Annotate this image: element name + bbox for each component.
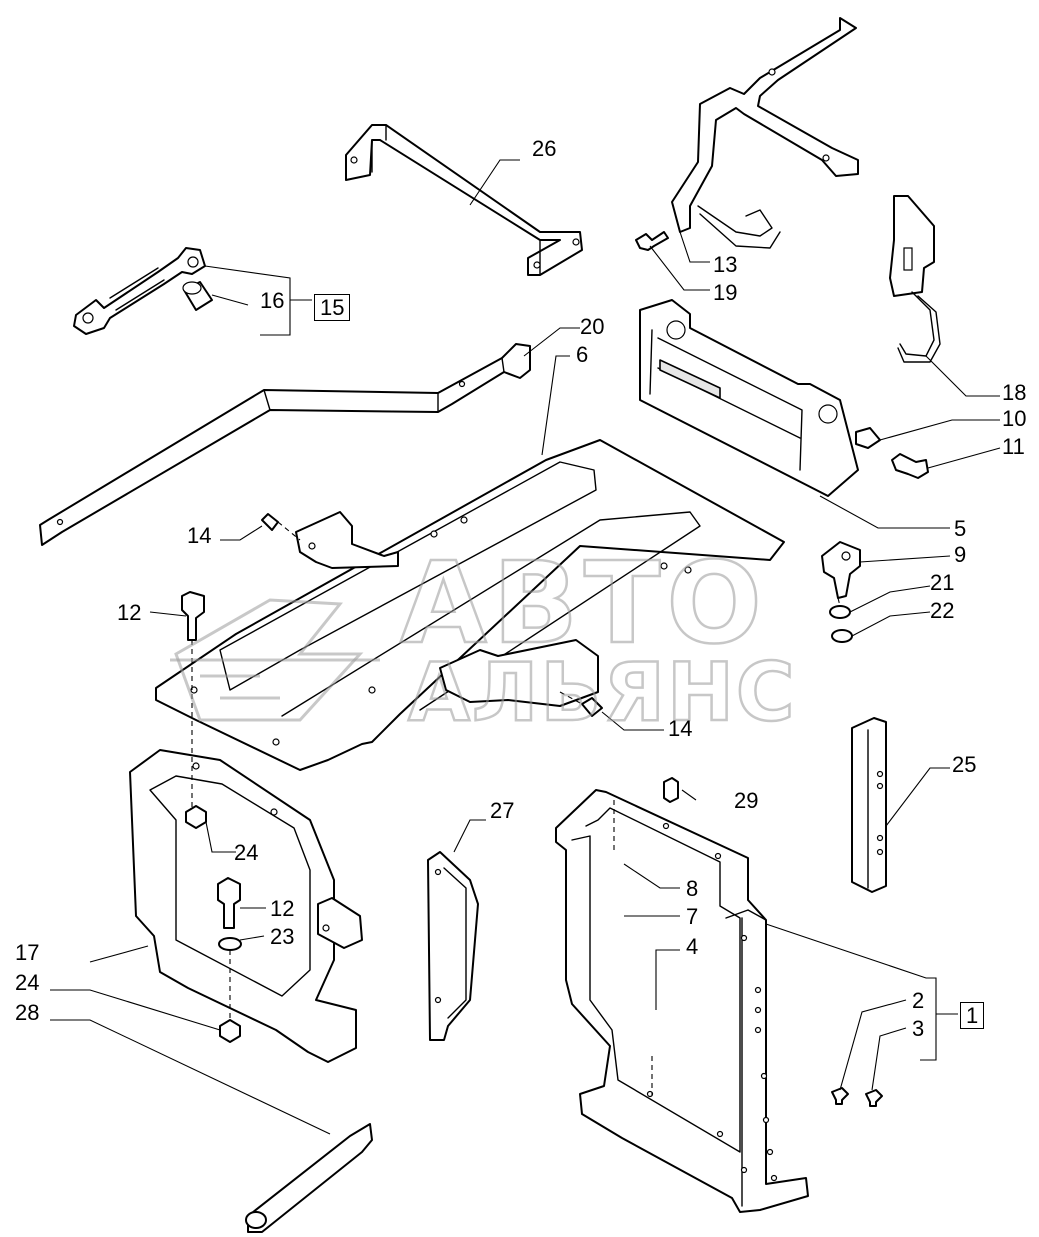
watermark-line1: АВТО [400, 539, 768, 669]
part-11-bolt [891, 453, 929, 479]
callout-12-upper: 12 [117, 600, 142, 625]
callout-6: 6 [576, 342, 589, 367]
callout-2: 2 [912, 988, 925, 1013]
callout-3: 3 [912, 1016, 925, 1041]
part-27-handle [427, 851, 479, 1041]
part-18-hook [889, 195, 941, 363]
callout-4: 4 [686, 934, 699, 959]
part-23-washer [218, 937, 242, 951]
part-16-bushing [182, 281, 213, 311]
callout-7: 7 [686, 904, 699, 929]
callout-24-lower: 24 [15, 970, 40, 995]
part-28-strip [245, 1123, 373, 1233]
part-14-fitting-upper [261, 513, 279, 531]
part-17-frame [129, 749, 363, 1063]
part-1-frame [555, 789, 809, 1213]
callout-5: 5 [954, 516, 967, 541]
part-12-bolt-upper [181, 591, 205, 641]
part-12-bolt-lower [217, 877, 241, 929]
callout-21: 21 [930, 570, 955, 595]
watermark-text: АВТО АЛЬЯНС [399, 538, 797, 741]
callout-29: 29 [734, 788, 759, 813]
callout-17: 17 [15, 940, 40, 965]
part-26-bracket [345, 124, 583, 276]
callout-13: 13 [713, 252, 738, 277]
callout-19: 19 [713, 280, 738, 305]
part-20-bar [39, 343, 531, 546]
part-24-nut-upper [185, 805, 207, 829]
part-24-nut-lower [219, 1019, 241, 1043]
watermark-line2: АЛЬЯНС [408, 646, 797, 739]
callout-24-upper: 24 [234, 840, 259, 865]
callout-14-lower: 14 [668, 716, 693, 741]
part-2-screw [831, 1087, 849, 1105]
part-9-knob [821, 541, 861, 599]
part-6-base-plate [155, 439, 785, 771]
callout-16: 16 [260, 288, 285, 313]
part-3-screw [865, 1089, 883, 1107]
callout-23: 23 [270, 924, 295, 949]
part-5-frame [639, 299, 859, 497]
callout-11: 11 [1002, 434, 1025, 459]
part-25-post [851, 717, 887, 893]
part-19-bolt [635, 231, 669, 251]
leader-lines [50, 159, 1001, 1135]
part-15-gas-strut [73, 247, 206, 335]
callout-25: 25 [952, 752, 977, 777]
assembly-lines [191, 521, 841, 1096]
callout-22: 22 [930, 598, 955, 623]
callout-14-upper: 14 [187, 523, 212, 548]
part-22-washer [831, 629, 853, 643]
callout-18: 18 [1002, 380, 1027, 405]
callout-9: 9 [954, 542, 967, 567]
callout-12-lower: 12 [270, 896, 295, 921]
watermark-logo [170, 598, 380, 722]
callout-27: 27 [490, 798, 515, 823]
callout-26: 26 [532, 136, 557, 161]
part-10-washer [855, 427, 881, 449]
callout-15: 15 [314, 294, 351, 321]
callout-28: 28 [15, 1000, 40, 1025]
callout-1: 1 [960, 1002, 985, 1029]
part-13-frame [671, 17, 859, 249]
callout-8: 8 [686, 876, 699, 901]
callout-20: 20 [580, 314, 605, 339]
part-21-washer [829, 605, 851, 619]
part-29-pin [663, 777, 679, 803]
callout-10: 10 [1002, 406, 1027, 431]
part-14-fitting-lower [581, 697, 603, 717]
